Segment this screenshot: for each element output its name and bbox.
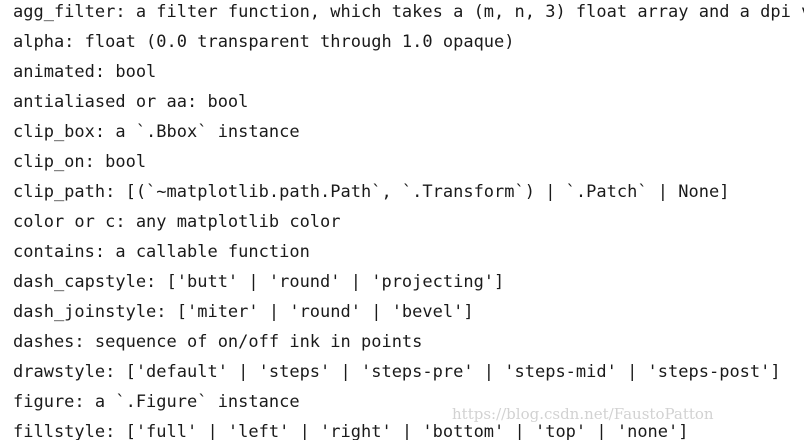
property-line-figure: figure: a `.Figure` instance [13,392,300,412]
property-line-dashes: dashes: sequence of on/off ink in points [13,332,423,352]
property-line-antialiased: antialiased or aa: bool [13,92,249,112]
property-line-drawstyle: drawstyle: ['default' | 'steps' | 'steps… [13,362,781,382]
property-line-fillstyle: fillstyle: ['full' | 'left' | 'right' | … [13,422,689,440]
property-line-color: color or c: any matplotlib color [13,212,341,232]
property-line-clip-box: clip_box: a `.Bbox` instance [13,122,300,142]
property-line-dash-capstyle: dash_capstyle: ['butt' | 'round' | 'proj… [13,272,505,292]
property-line-clip-path: clip_path: [(`~matplotlib.path.Path`, `.… [13,182,730,202]
property-line-alpha: alpha: float (0.0 transparent through 1.… [13,32,515,52]
property-line-animated: animated: bool [13,62,157,82]
property-line-contains: contains: a callable function [13,242,310,262]
property-line-clip-on: clip_on: bool [13,152,147,172]
property-list: agg_filter: a filter function, which tak… [13,0,804,440]
property-line-dash-joinstyle: dash_joinstyle: ['miter' | 'round' | 'be… [13,302,474,322]
property-line-agg-filter: agg_filter: a filter function, which tak… [13,2,804,22]
